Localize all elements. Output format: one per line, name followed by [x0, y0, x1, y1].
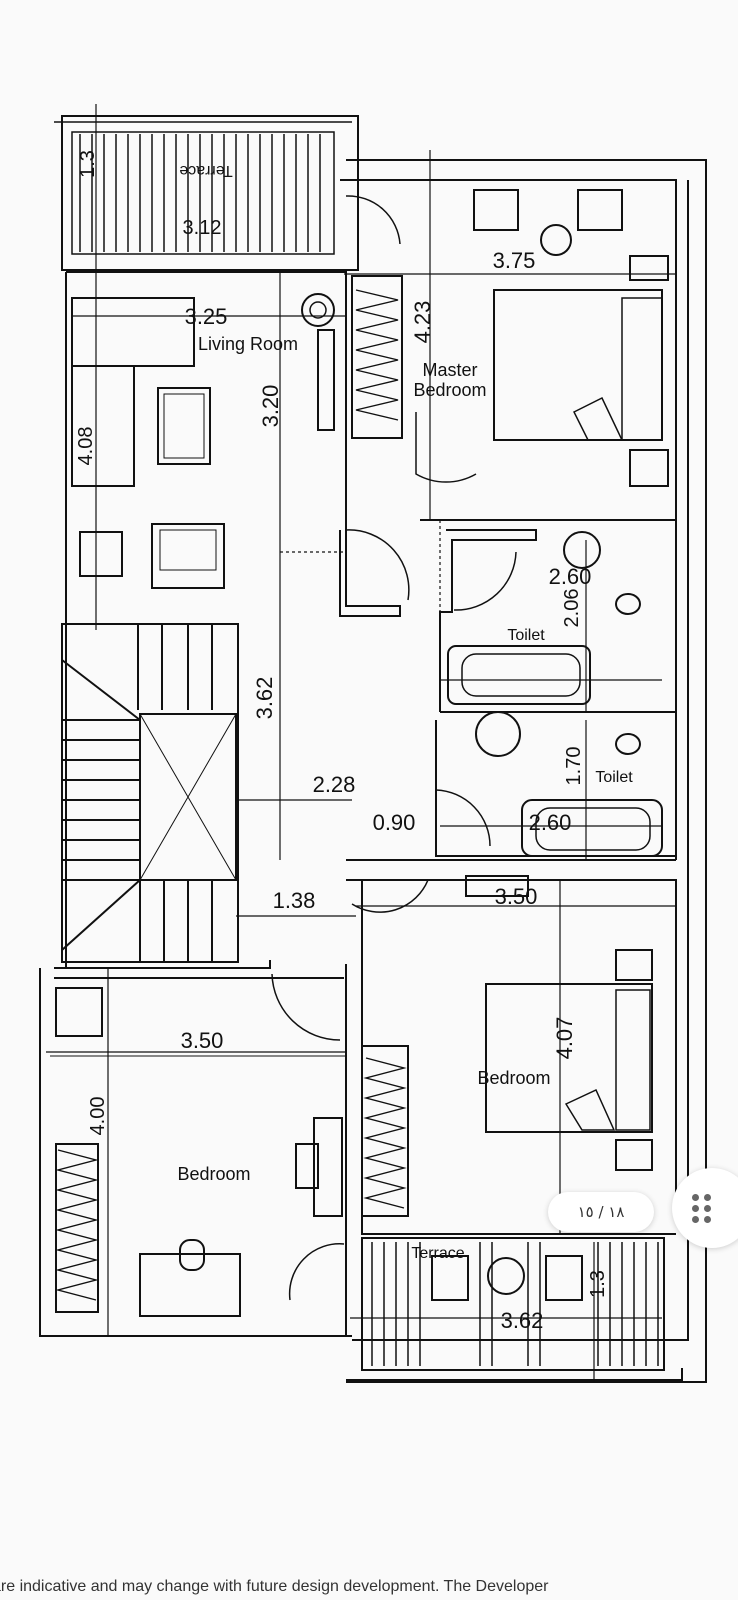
terrace-top-width-label: 3.12	[183, 217, 222, 239]
page-indicator-label: ١٨ / ١٥	[577, 1203, 625, 1221]
hall-height-label: 3.62	[252, 677, 277, 720]
door-width-label: 0.90	[373, 810, 416, 835]
bedroom-1-label: Bedroom	[177, 1164, 250, 1184]
page-indicator: ١٨ / ١٥	[548, 1192, 654, 1232]
toilet-1-label: Toilet	[507, 627, 545, 644]
toilet-1-height-label: 2.06	[561, 589, 583, 628]
bedroom-1-width-label: 3.50	[181, 1028, 224, 1053]
terrace-top-depth-label: 1.3	[77, 150, 99, 178]
toilet-2-label: Toilet	[595, 769, 633, 786]
toilet-2-height-label: 1.70	[563, 747, 585, 786]
outer-wall-left-lower	[39, 968, 352, 1337]
terrace-bottom-width-label: 3.62	[501, 1308, 544, 1333]
living-room-label: Living Room	[198, 334, 298, 354]
bedroom-2-width-label: 3.50	[495, 884, 538, 909]
living-room-height-label: 3.20	[258, 385, 283, 428]
master-bedroom-width-label: 3.75	[493, 248, 536, 273]
more-options-button[interactable]	[672, 1168, 738, 1248]
more-dots-icon	[692, 1194, 716, 1223]
terrace-top-outline	[61, 115, 359, 271]
bedroom-2-height-label: 4.07	[552, 1017, 577, 1060]
terrace-bottom-depth-label: 1.3	[587, 1270, 609, 1298]
bedroom-2-label: Bedroom	[477, 1068, 550, 1088]
toilet-2-width-label: 2.60	[529, 810, 572, 835]
landing-width-label: 1.38	[273, 888, 316, 913]
hall-width-label: 2.28	[313, 772, 356, 797]
master-bedroom-height-label: 4.23	[410, 301, 435, 344]
disclaimer-text: are indicative and may change with futur…	[0, 1578, 549, 1595]
outer-wall-right	[346, 159, 707, 1383]
terrace-bottom-label: Terrace	[411, 1245, 464, 1262]
bedroom-1-height-label: 4.00	[87, 1097, 109, 1136]
staircase	[61, 623, 239, 963]
living-room-width-label: 3.25	[185, 304, 228, 329]
living-room-side-label: 4.08	[75, 427, 97, 466]
toilet-1-width-label: 2.60	[549, 564, 592, 589]
terrace-top-label: Terrace	[179, 162, 232, 179]
